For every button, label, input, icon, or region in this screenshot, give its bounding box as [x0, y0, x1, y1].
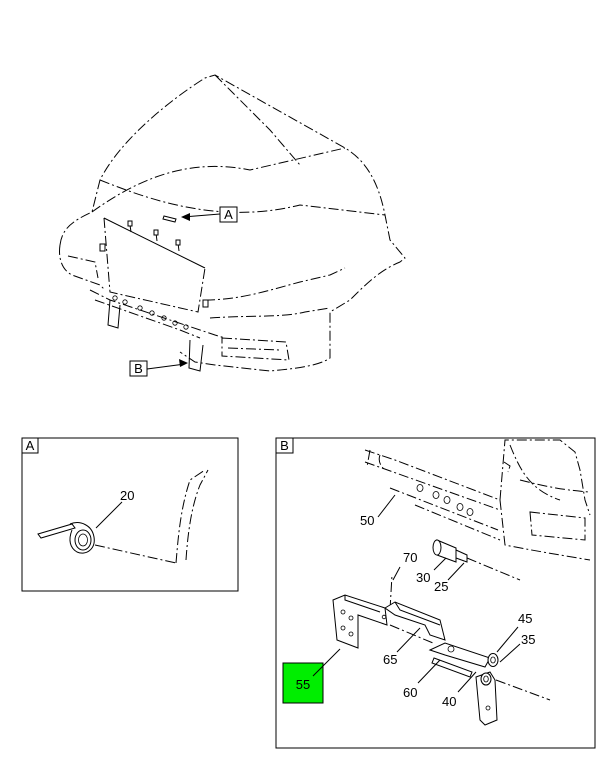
callout-50: 50 [360, 513, 374, 528]
callout-30: 30 [416, 570, 430, 585]
callout-60: 60 [403, 685, 417, 700]
callout-45: 45 [518, 611, 532, 626]
callout-55: 55 [296, 677, 310, 692]
bumper-holes [416, 484, 474, 516]
highlighted-callout-55[interactable]: 55 [282, 662, 324, 704]
callout-70: 70 [403, 550, 417, 565]
clip-part-20 [37, 522, 95, 554]
detail-a-label: A [26, 438, 35, 453]
callout-35: 35 [521, 632, 535, 647]
ref-b-label: B [134, 361, 143, 376]
callout-55-highlight-box[interactable] [282, 662, 324, 704]
hanger-plate-part-40 [475, 671, 498, 726]
callout-20: 20 [120, 488, 134, 503]
ref-a-pointer: A [181, 206, 238, 223]
detail-b-panel: B 50 [275, 437, 596, 749]
grille-bolt-holes [112, 295, 189, 330]
bracket-part-60 [428, 642, 491, 678]
callout-25: 25 [434, 579, 448, 594]
truck-hood-overview [59, 74, 406, 372]
washer-part-45 [487, 653, 499, 667]
detail-b-label: B [280, 438, 289, 453]
callout-65: 65 [383, 652, 397, 667]
ref-a-label: A [224, 207, 233, 222]
truck-front-background [364, 439, 591, 561]
callout-40: 40 [442, 694, 456, 709]
bracket-part-65 [384, 601, 446, 641]
ref-b-pointer: B [129, 359, 188, 377]
spacer-part-30 [432, 539, 468, 563]
detail-a-panel: A 20 [21, 437, 239, 592]
bracket-part-55 [332, 594, 388, 649]
